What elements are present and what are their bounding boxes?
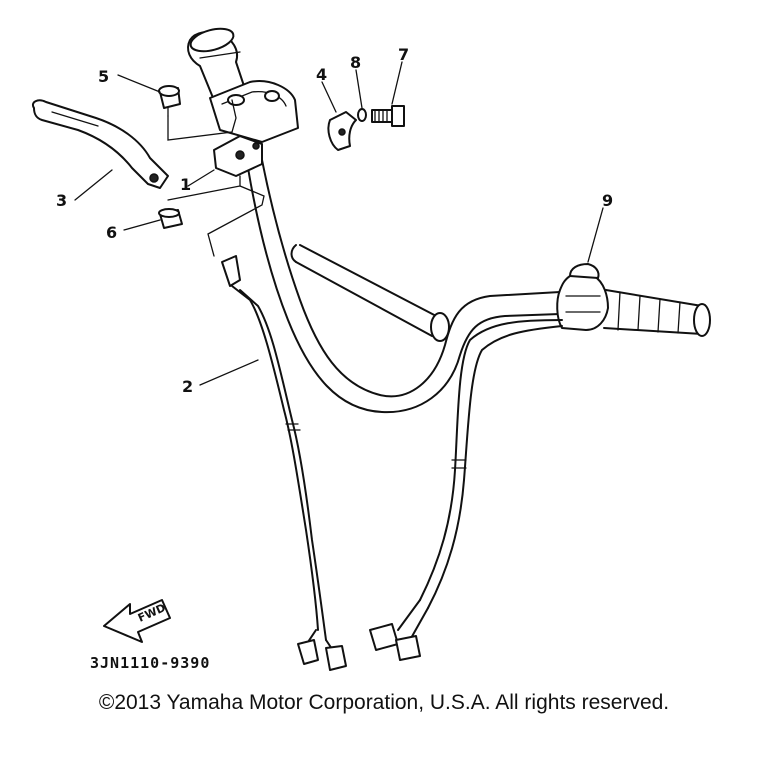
copyright-notice: ©2013 Yamaha Motor Corporation, U.S.A. A… — [98, 691, 670, 714]
callout-4: 4 — [316, 65, 327, 84]
left-grip — [187, 27, 251, 111]
holder-clamp — [327, 111, 357, 151]
left-cable — [221, 255, 347, 671]
callout-2: 2 — [182, 377, 193, 396]
lever-holder — [209, 80, 299, 177]
callout-1: 1 — [180, 175, 191, 194]
pivot-bolt — [158, 85, 181, 117]
callout-7: 7 — [398, 45, 409, 64]
callout-5: 5 — [98, 67, 109, 86]
throttle-housing — [556, 263, 609, 331]
lever-nut — [158, 208, 183, 229]
callout-8: 8 — [350, 53, 361, 72]
brake-lever — [32, 99, 169, 189]
handlebar-tube — [247, 159, 561, 414]
right-switch-wires — [369, 319, 563, 661]
clamp-bolt — [371, 105, 405, 127]
callout-labels: 5 3 6 1 2 4 8 7 9 — [56, 45, 613, 396]
right-grip — [603, 289, 711, 337]
assembly-guide-lines — [167, 99, 265, 257]
leader-lines — [74, 61, 604, 386]
washer — [357, 108, 367, 122]
part-code: 3JN1110-9390 — [90, 654, 210, 672]
callout-3: 3 — [56, 191, 67, 210]
callout-6: 6 — [106, 223, 117, 242]
forward-arrow-icon: FWD — [103, 599, 171, 643]
callout-9: 9 — [602, 191, 613, 210]
